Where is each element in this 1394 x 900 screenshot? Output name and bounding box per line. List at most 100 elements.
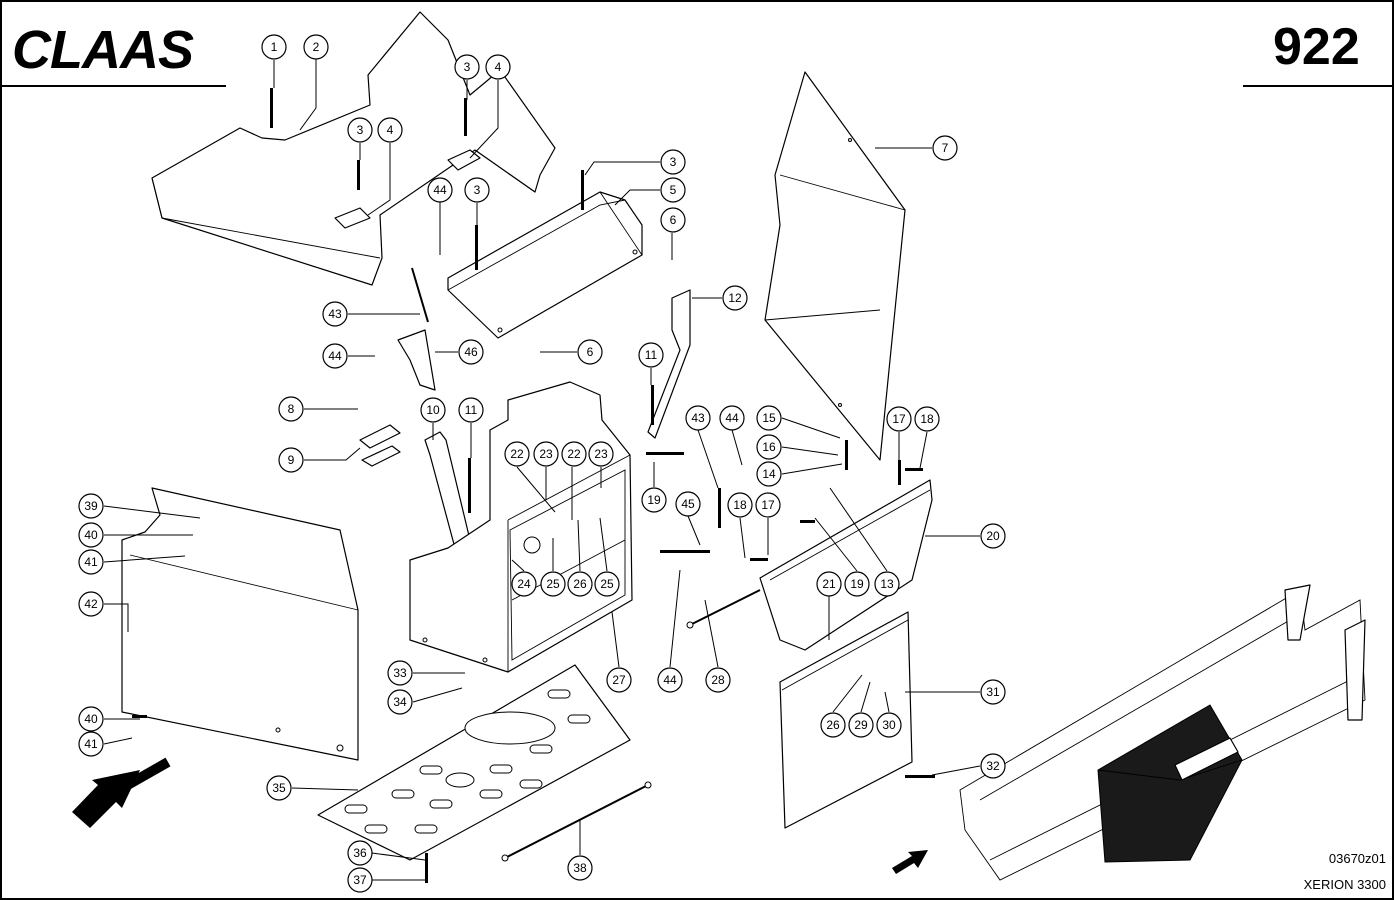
callout: 39 (78, 493, 104, 519)
svg-text:9: 9 (288, 453, 295, 467)
svg-text:11: 11 (645, 348, 658, 362)
svg-text:25: 25 (600, 577, 614, 591)
callout: 31 (980, 679, 1006, 705)
callout: 4 (377, 117, 403, 143)
callout: 7 (932, 135, 958, 161)
svg-text:10: 10 (426, 403, 440, 417)
svg-text:40: 40 (84, 528, 98, 542)
svg-text:39: 39 (84, 499, 98, 513)
callout: 16 (756, 434, 782, 460)
callout: 26 (820, 712, 846, 738)
callout: 32 (980, 753, 1006, 779)
svg-text:38: 38 (573, 861, 587, 875)
sheet-number: 922 (1273, 18, 1360, 76)
direction-arrow-small (892, 850, 928, 874)
svg-text:18: 18 (920, 412, 934, 426)
callout: 14 (756, 461, 782, 487)
callout: 3 (454, 54, 480, 80)
svg-text:26: 26 (826, 718, 840, 732)
callout: 3 (660, 149, 686, 175)
svg-text:44: 44 (663, 673, 677, 687)
svg-text:27: 27 (612, 673, 626, 687)
callout: 45 (675, 491, 701, 517)
callout: 25 (540, 571, 566, 597)
part-hinge-plates (359, 424, 401, 467)
direction-arrow-large (72, 757, 171, 828)
callout: 17 (755, 492, 781, 518)
part-tie-rod (501, 781, 652, 862)
part-top-cover (151, 11, 556, 286)
callout: 46 (458, 339, 484, 365)
callout: 18 (914, 406, 940, 432)
svg-text:18: 18 (733, 498, 747, 512)
part-cable (686, 589, 761, 629)
callout: 37 (347, 867, 373, 893)
callout: 36 (347, 840, 373, 866)
svg-text:21: 21 (822, 577, 836, 591)
svg-text:5: 5 (670, 183, 677, 197)
svg-text:37: 37 (353, 873, 367, 887)
part-gas-strut-upper (397, 267, 436, 391)
callout: 20 (980, 523, 1006, 549)
callout: 11 (458, 397, 484, 423)
svg-text:44: 44 (725, 411, 739, 425)
callout: 44 (322, 343, 348, 369)
svg-text:19: 19 (647, 493, 661, 507)
svg-text:4: 4 (495, 60, 502, 74)
callout: 23 (588, 441, 614, 467)
callout: 43 (322, 301, 348, 327)
svg-text:29: 29 (854, 718, 868, 732)
svg-text:3: 3 (474, 183, 481, 197)
callout: 1 (261, 34, 287, 60)
svg-text:43: 43 (328, 307, 342, 321)
svg-text:24: 24 (517, 577, 531, 591)
callout: 43 (685, 405, 711, 431)
callout: 10 (420, 397, 446, 423)
callout: 38 (567, 855, 593, 881)
svg-text:23: 23 (594, 447, 608, 461)
callout: 41 (78, 731, 104, 757)
svg-text:17: 17 (892, 412, 906, 426)
callout: 3 (347, 117, 373, 143)
svg-text:26: 26 (573, 577, 587, 591)
callout: 9 (278, 447, 304, 473)
svg-text:8: 8 (288, 402, 295, 416)
svg-text:44: 44 (433, 183, 447, 197)
callout: 8 (278, 396, 304, 422)
callout: 44 (427, 177, 453, 203)
svg-text:32: 32 (986, 759, 1000, 773)
callout: 19 (641, 487, 667, 513)
svg-text:16: 16 (762, 440, 776, 454)
svg-text:34: 34 (393, 695, 407, 709)
callout: 11 (638, 342, 664, 368)
callout: 18 (727, 492, 753, 518)
model-name: XERION 3300 (1304, 877, 1386, 892)
svg-text:15: 15 (762, 411, 776, 425)
callout: 2 (303, 34, 329, 60)
drawing-code: 03670z01 (1329, 851, 1386, 866)
part-chassis-overview (959, 584, 1366, 881)
svg-text:4: 4 (387, 123, 394, 137)
svg-text:17: 17 (761, 498, 775, 512)
svg-text:1: 1 (271, 40, 278, 54)
svg-text:41: 41 (84, 555, 98, 569)
svg-text:25: 25 (546, 577, 560, 591)
svg-text:12: 12 (728, 291, 742, 305)
svg-text:23: 23 (539, 447, 553, 461)
fasteners (132, 88, 935, 883)
part-left-side-panel (121, 487, 359, 761)
callout: 13 (874, 571, 900, 597)
callout: 25 (594, 571, 620, 597)
callout: 24 (511, 571, 537, 597)
svg-text:2: 2 (313, 40, 320, 54)
callout: 28 (705, 667, 731, 693)
callout: 22 (504, 441, 530, 467)
svg-text:3: 3 (357, 123, 364, 137)
svg-text:40: 40 (84, 712, 98, 726)
callout: 3 (464, 177, 490, 203)
callout: 27 (606, 667, 632, 693)
part-right-lid (759, 479, 933, 651)
callout: 6 (660, 207, 686, 233)
svg-text:6: 6 (587, 345, 594, 359)
